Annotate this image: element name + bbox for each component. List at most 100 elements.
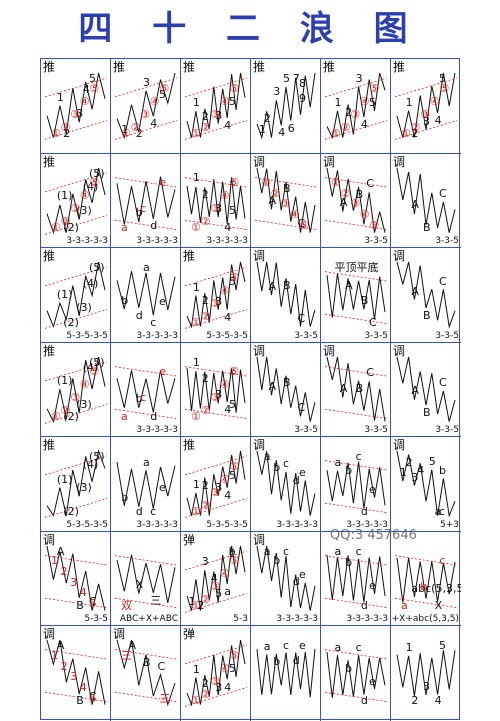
wave-label: d [135,504,143,518]
channel-line [394,597,458,608]
wave-label: (5) [89,166,105,180]
wave-label: 5 [369,95,376,109]
wave-label: d [292,474,300,488]
wave-label: C [297,311,306,325]
wave-label: d [292,653,300,667]
wave-line-drawing [184,451,248,519]
channel-line [44,403,108,424]
wave-label: b [439,463,446,477]
sub-wave-label: ① [51,410,61,424]
wave-label: a [143,261,150,275]
wave-path [116,176,176,225]
wave-sequence-label: 3-3-3-3-3 [66,236,108,247]
wave-path [46,545,106,611]
wave-path [396,167,456,233]
wave-sequence-label: 5+3 [440,519,459,530]
wave-line-drawing [324,271,388,325]
wave-label: A [411,284,419,298]
wave-type-label: 推 [323,60,336,74]
wave-type-label: 调 [43,627,56,642]
sub-wave-label: 5 [89,691,97,705]
sub-wave-label: c [140,202,147,216]
wave-label: (4) [82,360,99,374]
sub-wave-label: ① [191,315,201,329]
wave-path [256,262,316,327]
sub-wave-label: ⑤ [229,459,240,473]
wave-sequence-label: 5-3-5-3-5 [66,519,108,530]
sub-wave-label: ⑤ [369,81,380,95]
wave-label: 4 [417,464,425,478]
wave-label: C [297,217,306,231]
wave-label: b [345,556,353,570]
channel-line [324,649,388,660]
wave-label: B [76,598,84,612]
wave-type-label: 推 [43,154,56,169]
wave-line-drawing [396,167,456,233]
wave-label: (1) [56,288,73,302]
wave-sequence-label: 3-3-3-3-3 [136,519,178,530]
wave-line-drawing [44,545,108,611]
wave-label: 2 [201,294,209,308]
wave-path [186,640,246,707]
wave-line-drawing [116,462,176,510]
sub-wave-label: c [140,391,147,405]
sub-wave-label: ③ [350,197,361,211]
sub-wave-label: ⑤ [229,554,240,568]
wave-label: (5) [89,355,105,369]
wave-type-label: 调 [43,532,56,547]
wave-line-drawing [114,176,178,230]
sub-wave-label: 3 [70,575,78,589]
channel-line [44,555,108,566]
sub-wave-label: ② [60,120,71,134]
sub-wave-label: ④ [219,662,230,676]
wave-sequence-label: 3-3-5 [364,330,388,341]
wave-path [396,451,456,518]
channel-line [254,219,318,230]
wave-label: c [150,315,157,329]
wave-label: 2 [201,478,209,492]
wave-sequence-label: ABC+X+ABC [119,614,178,625]
wave-label: A [339,196,348,210]
sub-wave-label: ③ [350,107,361,121]
wave-line-drawing [44,167,108,235]
wave-label: c [439,504,446,518]
channel-line [184,644,248,665]
sub-wave-label: 双 [121,599,132,613]
sub-wave-label: ① [51,221,61,235]
sub-wave-label: ③ [210,391,221,405]
wave-label: (1) [56,472,73,486]
wave-label: 2 [201,676,209,690]
wave-line-drawing [184,262,248,329]
wave-type-label: 推 [183,438,196,453]
sub-wave-label: ① [331,126,341,140]
sub-wave-label: ② [270,186,281,200]
wave-label: A [411,198,419,212]
wave-line-drawing [44,640,108,706]
wave-label: b [121,294,129,308]
sub-wave-label: ⑤ [89,176,100,190]
wave-label: (4) [82,180,99,194]
channel-line [44,597,108,608]
sub-wave-label: a [401,599,408,613]
wave-line-drawing [324,554,388,608]
wave-label: 3 [215,388,223,401]
channel-line [184,176,248,188]
channel-line [114,219,178,230]
wave-path [326,356,386,422]
wave-label: 三 [150,593,162,607]
channel-line [44,309,108,329]
wave-label: A [339,382,348,395]
sub-wave-label: ① [51,126,61,140]
channel-line [324,77,388,98]
sub-wave-label: ② [200,688,211,702]
wave-label: 1 [399,466,407,480]
wave-label: 4 [224,489,232,503]
